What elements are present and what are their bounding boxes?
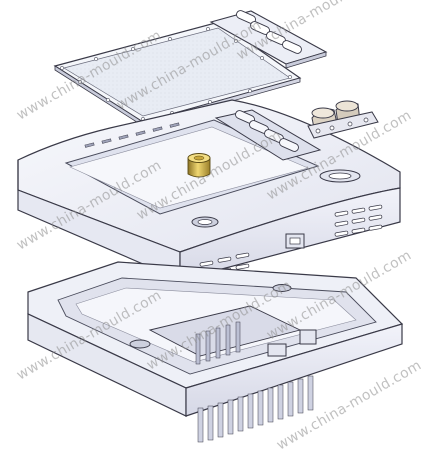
main-enclosure-body [17, 99, 401, 281]
base-enclosure [27, 261, 404, 443]
lock-latch-icon [285, 233, 305, 249]
window-cover-plate [209, 10, 328, 69]
knob-assembly [307, 100, 379, 139]
button-window-module [214, 109, 322, 161]
screw-boss-icon [187, 153, 211, 178]
